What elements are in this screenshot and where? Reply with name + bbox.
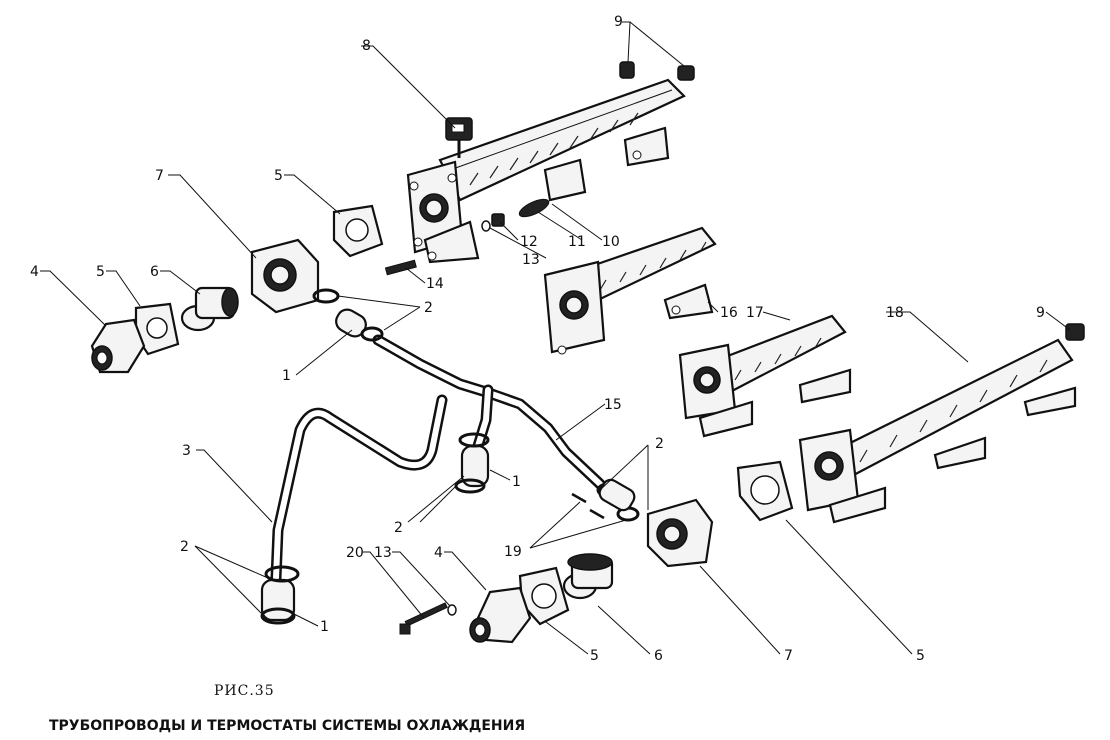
- callout-1-middle: 1: [512, 474, 521, 490]
- callout-2-lower-left: 2: [180, 539, 189, 555]
- thermostat-cover-4-left: [90, 318, 146, 374]
- plug-9-upper-right: [677, 65, 695, 81]
- callout-2-right: 2: [655, 436, 664, 452]
- gasket-5-upper: [332, 204, 384, 258]
- gasket-11: [518, 198, 550, 218]
- plug-9-right: [1065, 323, 1085, 341]
- callout-1-upper: 1: [282, 368, 291, 384]
- callout-20: 20: [346, 545, 364, 561]
- callout-2-upper: 2: [424, 300, 433, 316]
- callout-6-lower: 6: [654, 648, 663, 664]
- thermostat-cover-4-lower: [469, 586, 532, 644]
- drain-cock-8: [445, 117, 473, 158]
- callout-14: 14: [426, 276, 444, 292]
- upper-manifold-pipe: [406, 78, 686, 264]
- washer-13-upper: [481, 220, 491, 232]
- curved-pipe-3: [270, 394, 448, 584]
- manifold-pipe-18: [798, 338, 1077, 524]
- thermostat-6-left: [180, 286, 239, 332]
- pipe-coupling-19: [571, 478, 636, 520]
- callout-13-upper: 13: [522, 252, 540, 268]
- callout-15: 15: [604, 397, 622, 413]
- leader-lines: [40, 21, 1071, 655]
- manifold-pipe-17: [678, 314, 852, 438]
- plug-9-upper-left: [619, 61, 635, 79]
- callout-8: 8: [362, 38, 371, 54]
- callout-19: 19: [504, 544, 522, 560]
- callout-6-left: 6: [150, 264, 159, 280]
- callout-3: 3: [182, 443, 191, 459]
- bolt-20: [399, 602, 448, 635]
- callout-5-right: 5: [916, 648, 925, 664]
- callout-13-lower: 13: [374, 545, 392, 561]
- hose-1-lower: [260, 578, 296, 622]
- callout-7-lower: 7: [784, 648, 793, 664]
- callout-9-right: 9: [1036, 305, 1045, 321]
- callout-5-upper: 5: [274, 168, 283, 184]
- callout-7-upper: 7: [155, 168, 164, 184]
- thermostat-housing-7-upper: [250, 238, 320, 314]
- callout-9-top: 9: [614, 14, 623, 30]
- manifold-pipe-16: [543, 226, 717, 355]
- thermostat-housing-7-lower: [646, 498, 714, 568]
- callout-4-lower: 4: [434, 545, 443, 561]
- callout-2-middle: 2: [394, 520, 403, 536]
- stud-14: [384, 259, 417, 276]
- callout-17: 17: [746, 305, 764, 321]
- thermostat-6-lower: [562, 553, 614, 600]
- gasket-5-left: [134, 302, 180, 356]
- callout-1-lower: 1: [320, 619, 329, 635]
- callout-4-left: 4: [30, 264, 39, 280]
- figure-number: РИС.35: [214, 683, 275, 699]
- callout-11: 11: [568, 234, 586, 250]
- callout-5-left: 5: [96, 264, 105, 280]
- callout-5-lower: 5: [590, 648, 599, 664]
- figure-caption: ТРУБОПРОВОДЫ И ТЕРМОСТАТЫ СИСТЕМЫ ОХЛАЖД…: [49, 718, 526, 734]
- callout-labels: 8 9 7 5 4 5 6 2 1 14 13 12 11 10 16 17 1…: [30, 14, 1045, 664]
- washer-13-lower: [447, 604, 457, 616]
- callout-12: 12: [520, 234, 538, 250]
- callout-16: 16: [720, 305, 738, 321]
- connecting-pipe-15: [372, 334, 606, 490]
- hose-1-upper: [335, 308, 367, 338]
- gasket-5-right: [736, 460, 794, 522]
- callout-10: 10: [602, 234, 620, 250]
- callout-18: 18: [886, 305, 904, 321]
